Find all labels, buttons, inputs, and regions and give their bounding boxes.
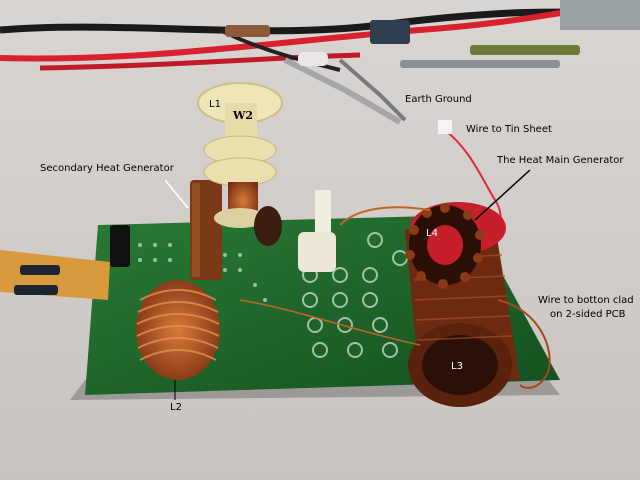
transistor [254,206,282,246]
leader-main [474,169,531,221]
label-wire-to-tin-sheet: Wire to Tin Sheet [466,124,552,135]
label-wire-bottom-2: on 2-sided PCB [550,309,626,320]
label-heat-main-generator: The Heat Main Generator [497,155,624,166]
label-earth-ground: Earth Ground [405,94,472,105]
coil-l1 [197,82,283,228]
label-l1: L1 [209,99,221,110]
label-l2: L2 [170,402,182,413]
pcb-jumper-wire [239,299,421,346]
label-secondary-heat-generator: Secondary Heat Generator [40,163,174,174]
leader-secondary [164,179,189,209]
white-standoff [298,190,336,272]
coil-l2 [136,280,220,380]
coil-wire-top [339,206,431,226]
left-ribbon [0,225,130,300]
label-l3: L3 [451,361,463,372]
alligator-clip [283,52,407,125]
label-wire-bottom-1: Wire to botton clad [538,295,634,306]
label-w2: W2 [233,109,254,122]
top-cables [0,0,640,72]
label-l4: L4 [426,228,438,239]
coil-wire-bottom [497,299,551,389]
toroid-l4 [405,203,485,289]
pcb-dots [138,243,267,302]
